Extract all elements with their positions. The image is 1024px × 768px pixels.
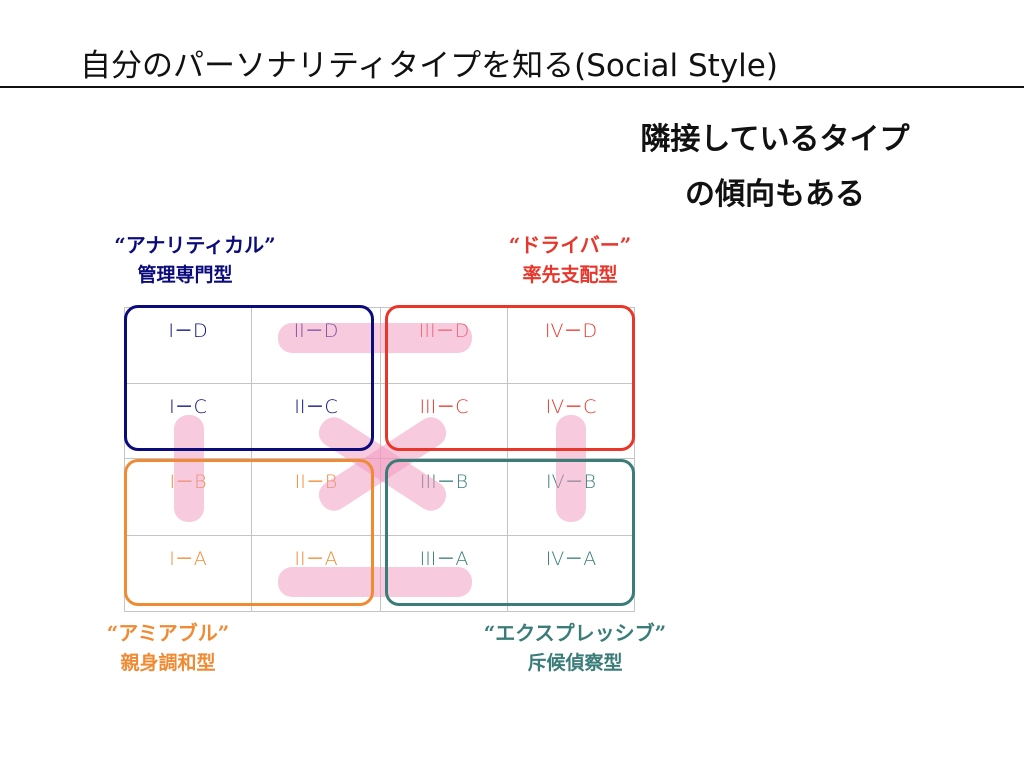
highlight-right — [556, 415, 586, 522]
amiable-name: “アミアブル” — [106, 621, 230, 645]
highlight-top — [278, 323, 472, 353]
amiable-box — [124, 459, 374, 606]
driver-sub: 率先支配型 — [522, 264, 618, 286]
analytical-sub: 管理専門型 — [137, 264, 233, 286]
expressive-label: “エクスプレッシブ” 斥候偵察型 — [460, 618, 690, 678]
analytical-name: “アナリティカル” — [114, 233, 276, 257]
adjacent-note: 隣接しているタイプ の傾向もある — [590, 112, 960, 222]
analytical-box — [124, 305, 374, 451]
expressive-sub: 斥候偵察型 — [527, 652, 623, 674]
note-line-1: 隣接しているタイプ — [640, 122, 910, 157]
driver-name: “ドライバー” — [508, 233, 632, 257]
highlight-left — [174, 415, 204, 522]
driver-box — [385, 305, 635, 451]
expressive-box — [385, 459, 635, 606]
slide-title: 自分のパーソナリティタイプを知る(Social Style) — [80, 48, 778, 84]
note-line-2: の傾向もある — [685, 177, 865, 212]
title-divider — [0, 86, 1024, 88]
driver-label: “ドライバー” 率先支配型 — [490, 230, 650, 290]
amiable-label: “アミアブル” 親身調和型 — [88, 618, 248, 678]
highlight-bottom — [278, 567, 472, 597]
expressive-name: “エクスプレッシブ” — [483, 621, 667, 645]
amiable-sub: 親身調和型 — [120, 652, 216, 674]
analytical-label: “アナリティカル” 管理専門型 — [90, 230, 300, 290]
